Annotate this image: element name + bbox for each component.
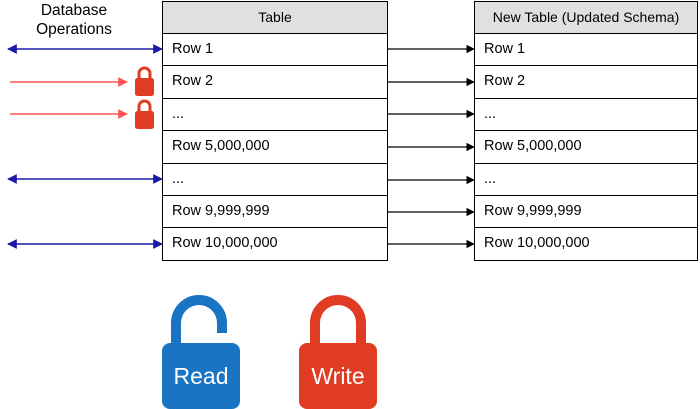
source-table-header: Table (163, 2, 387, 34)
source-table-row: ... (163, 164, 387, 196)
new-table-row: ... (475, 99, 697, 132)
lock-icon (135, 99, 154, 129)
write-lock-legend: Write (299, 289, 377, 409)
new-table-row: Row 1 (475, 34, 697, 67)
source-table-row: Row 1 (163, 34, 387, 67)
lock-icon (135, 66, 154, 96)
read-lock-legend: Read (162, 289, 240, 409)
write-arrows (10, 77, 128, 119)
source-table-row: ... (163, 99, 387, 132)
new-table-row: Row 10,000,000 (484, 235, 590, 252)
source-table-row: Row 9,999,999 (163, 196, 387, 229)
read-arrows (7, 44, 163, 249)
new-table-header: New Table (Updated Schema) (475, 2, 697, 34)
unlocked-padlock-icon (162, 295, 240, 409)
source-table-row: Row 10,000,000 (172, 235, 278, 252)
new-table-row: ... (475, 164, 697, 196)
source-table: Table Row 1 Row 2 ... Row 5,000,000 ... … (162, 1, 388, 261)
new-table: New Table (Updated Schema) Row 1 Row 2 .… (474, 1, 698, 261)
operations-title: Database Operations (36, 2, 112, 38)
read-label: Read (173, 363, 229, 389)
copy-arrows (388, 44, 475, 249)
write-label: Write (311, 363, 365, 389)
source-table-row: Row 5,000,000 (163, 131, 387, 164)
source-table-row: Row 2 (163, 66, 387, 99)
locked-padlock-icon (299, 295, 377, 409)
new-table-row: Row 5,000,000 (475, 131, 697, 164)
new-table-row: Row 9,999,999 (475, 196, 697, 229)
new-table-row: Row 2 (475, 66, 697, 99)
